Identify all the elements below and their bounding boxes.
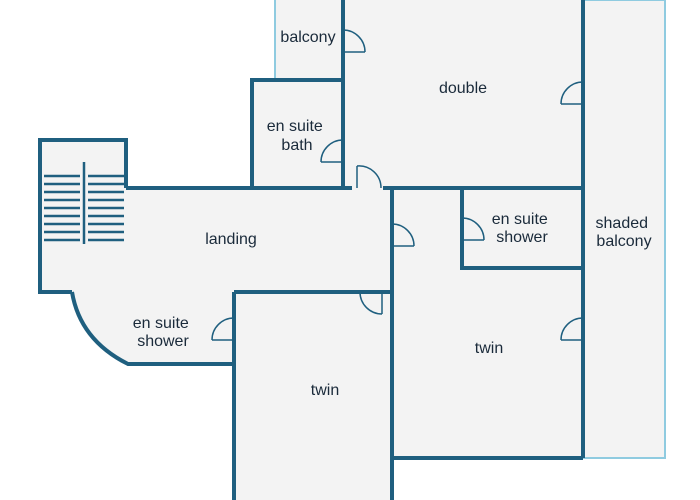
room-label-double: double	[439, 80, 487, 97]
room-labels: balcony double en suite bath landing en …	[133, 29, 653, 399]
door-swings	[211, 29, 584, 341]
door-swing-icon	[342, 29, 366, 53]
room-label-balcony: balcony	[280, 29, 335, 46]
room-label-twin-right: twin	[475, 340, 503, 357]
door-swing-icon	[461, 217, 485, 241]
staircase-icon	[44, 162, 124, 244]
door-swing-icon	[320, 139, 344, 163]
room-label-landing: landing	[205, 231, 257, 248]
walls	[38, 0, 585, 500]
room-label-twin-bottom: twin	[311, 382, 339, 399]
room-label-shaded-balcony: shaded balcony	[596, 215, 653, 250]
door-swing-icon	[211, 317, 235, 341]
floor-fills	[40, 0, 665, 500]
room-label-en-suite-shower-left: en suite shower	[133, 315, 194, 350]
door-swing-icon	[359, 291, 383, 315]
balcony-outlines	[274, 0, 666, 459]
room-label-en-suite-bath: en suite bath	[267, 118, 328, 154]
door-swing-icon	[560, 317, 584, 341]
door-swing-icon	[560, 81, 584, 105]
door-swing-icon	[391, 223, 415, 247]
door-swing-icon	[356, 165, 382, 189]
room-label-en-suite-shower-right: en suite shower	[492, 211, 553, 246]
